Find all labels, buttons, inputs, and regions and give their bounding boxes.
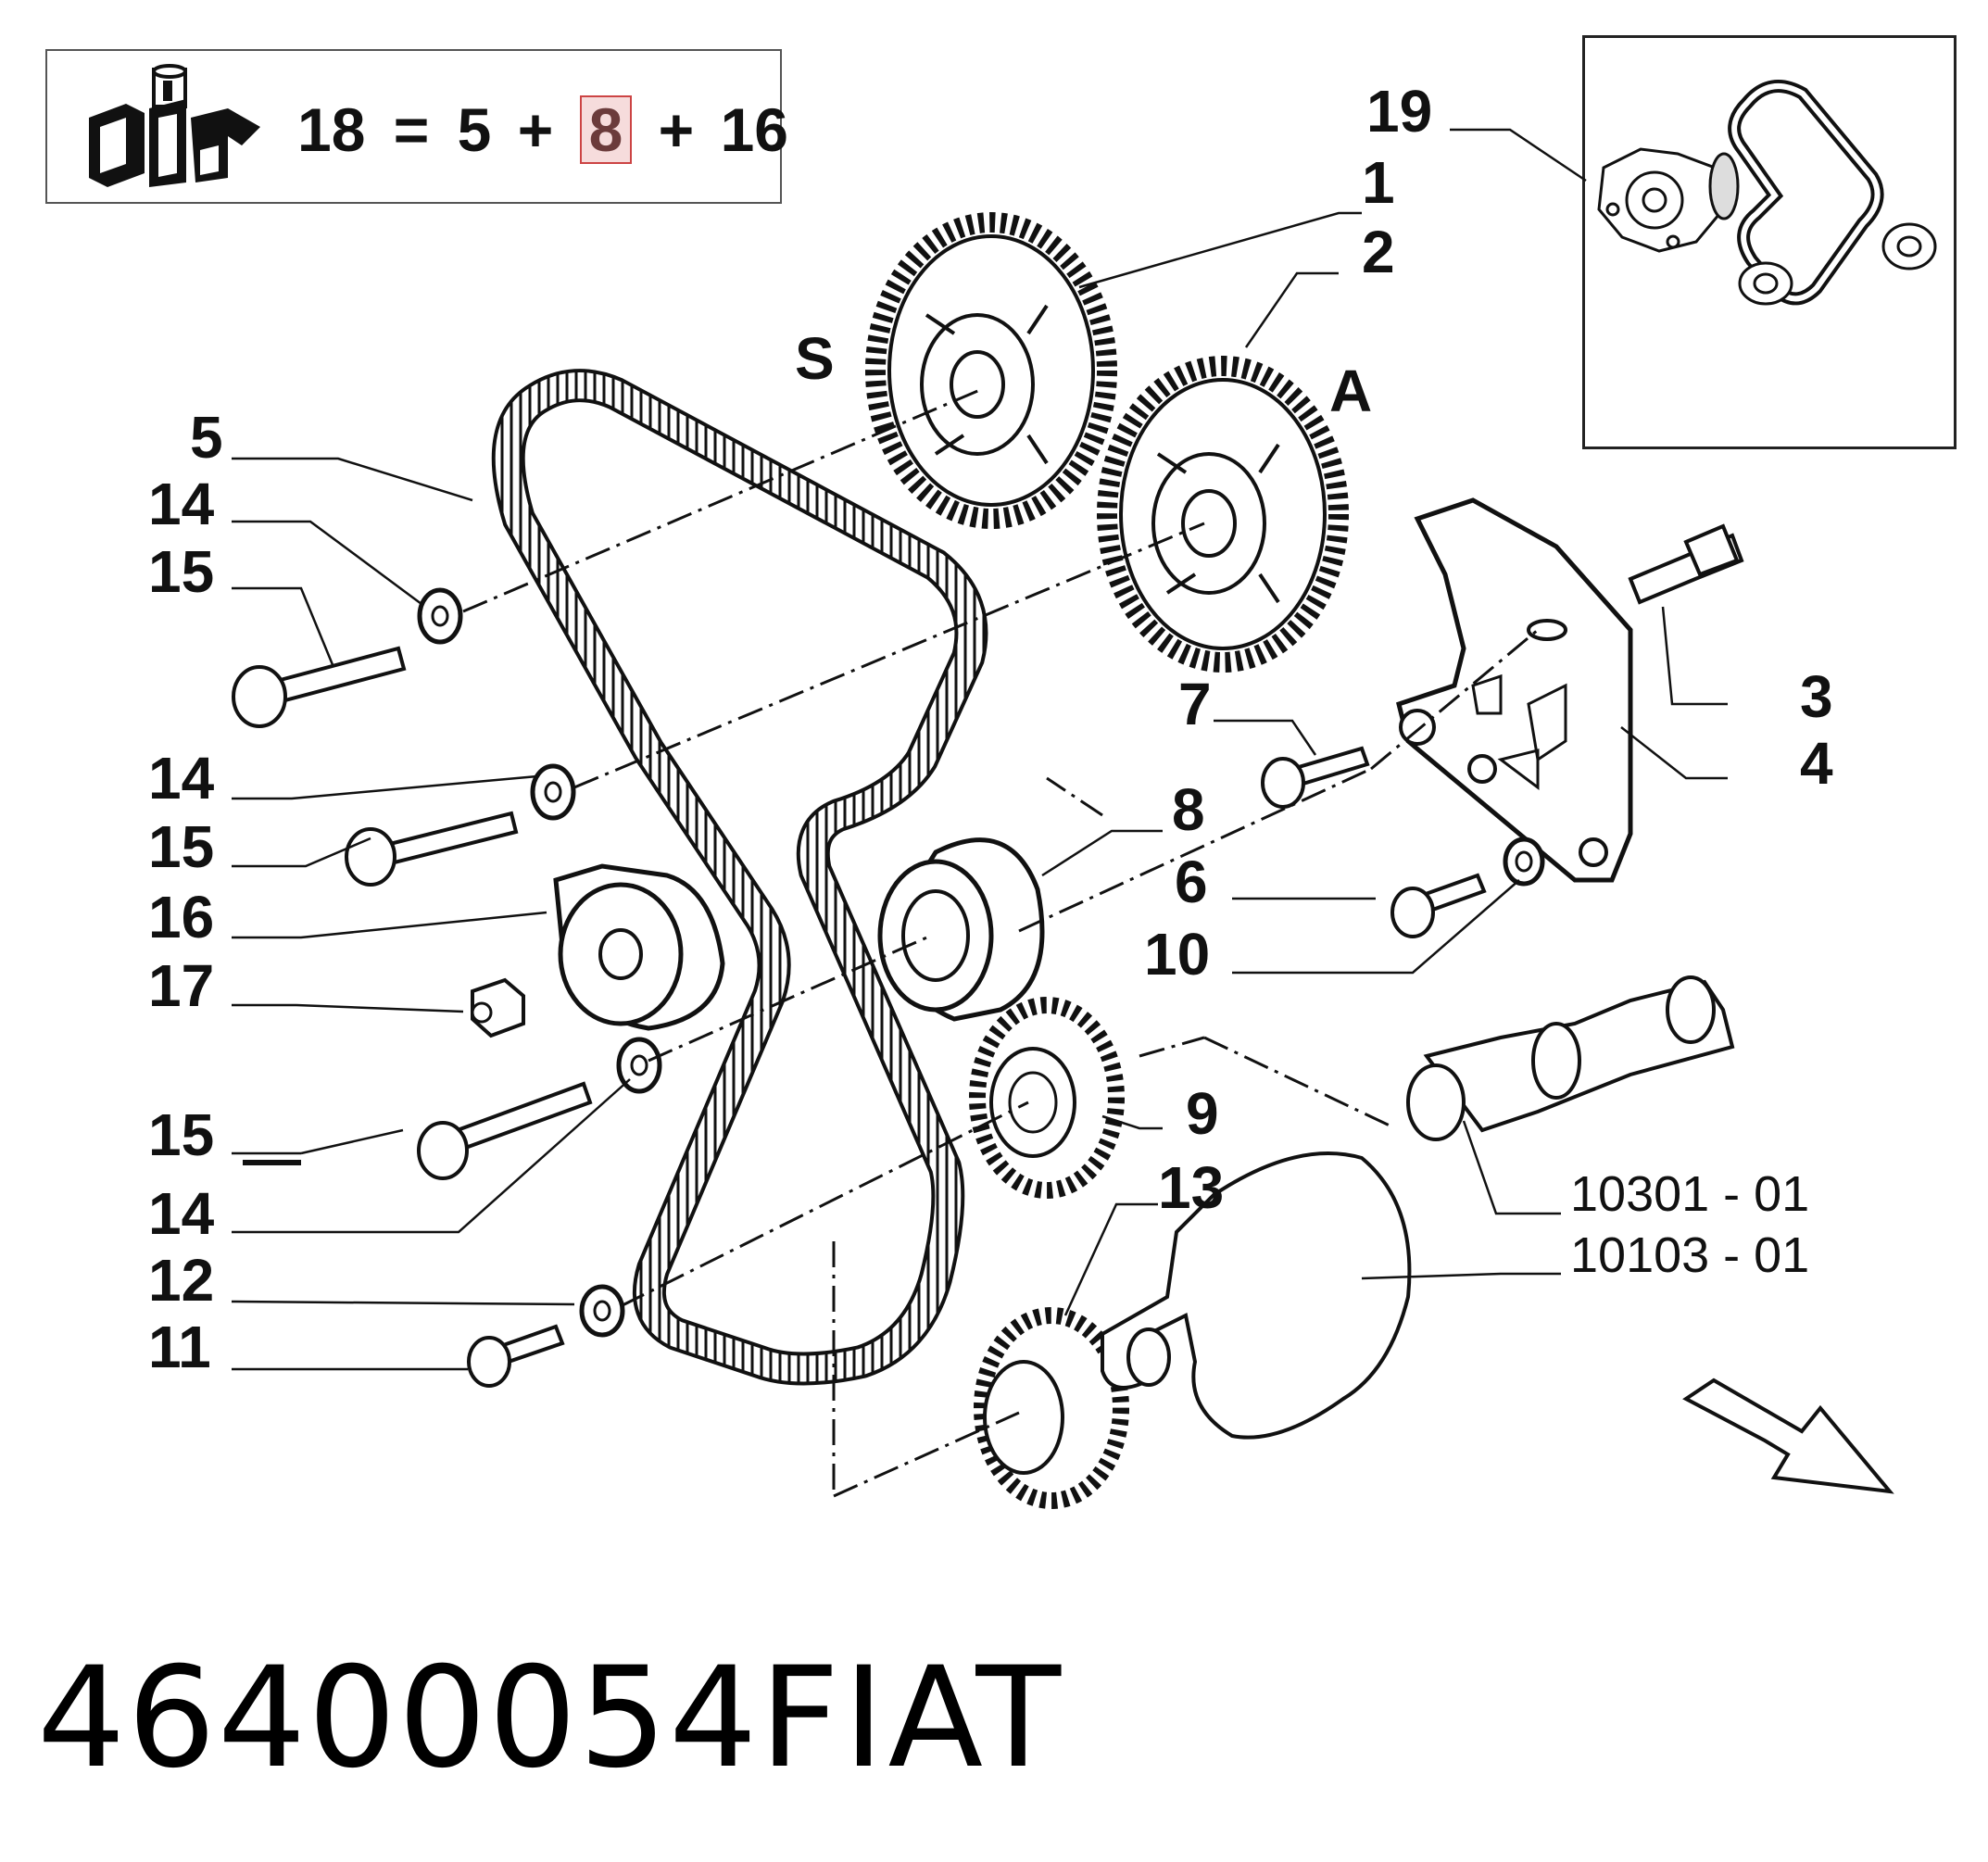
callout-4: 4 bbox=[1800, 730, 1833, 797]
callout-3: 3 bbox=[1800, 663, 1833, 730]
callout-19: 19 bbox=[1366, 78, 1433, 145]
washer-14-top bbox=[417, 587, 463, 645]
callout-15-bottom: 15 bbox=[148, 1101, 215, 1168]
camshaft-gear-a bbox=[1097, 356, 1349, 673]
callout-13: 13 bbox=[1158, 1154, 1225, 1221]
bolt-15-top bbox=[232, 646, 407, 728]
bolt-7 bbox=[1261, 746, 1370, 809]
timing-belt bbox=[491, 369, 988, 1386]
callout-14-bottom: 14 bbox=[148, 1180, 215, 1247]
pulley-9 bbox=[969, 997, 1125, 1199]
kit-part-b-highlight: 8 bbox=[579, 95, 633, 164]
callout-9: 9 bbox=[1186, 1080, 1219, 1147]
callout-8: 8 bbox=[1172, 776, 1205, 843]
callout-15-middle: 15 bbox=[148, 813, 215, 880]
kit-box: 18 = 5 + 8 + 16 bbox=[45, 49, 788, 204]
water-pump-kit-illustration bbox=[1597, 80, 1937, 306]
crankshaft bbox=[1101, 1151, 1412, 1440]
callout-14-top: 14 bbox=[148, 471, 215, 537]
callout-12: 12 bbox=[148, 1247, 215, 1314]
brand-name: FIAT bbox=[760, 1638, 1065, 1799]
tensioner-16 bbox=[553, 863, 725, 1031]
washer-14-bottom bbox=[616, 1037, 662, 1094]
main-drawing bbox=[231, 128, 1894, 1509]
callout-14-middle: 14 bbox=[148, 745, 215, 811]
crankshaft-pulley-13 bbox=[974, 1307, 1129, 1509]
code-camshaft: 10301 - 01 bbox=[1570, 1166, 1810, 1222]
callout-7: 7 bbox=[1178, 671, 1212, 737]
callout-2: 2 bbox=[1362, 219, 1395, 285]
camshaft bbox=[1406, 975, 1735, 1141]
kit-part-a: 5 bbox=[457, 95, 492, 164]
callout-16: 16 bbox=[148, 884, 215, 950]
camshaft-gear-s bbox=[865, 212, 1117, 529]
kit-result: 18 bbox=[297, 95, 366, 164]
center-lines bbox=[462, 387, 1539, 1498]
kit-equals: = bbox=[393, 95, 430, 164]
idler-pulley-8 bbox=[877, 837, 1045, 1022]
callout-15-top: 15 bbox=[148, 538, 215, 605]
washer-10 bbox=[1503, 837, 1545, 887]
kit-part-c: 16 bbox=[720, 95, 788, 164]
callout-11: 11 bbox=[148, 1314, 211, 1380]
bolt-6 bbox=[1390, 873, 1487, 938]
kit-icon bbox=[89, 64, 260, 187]
bolt-11 bbox=[467, 1324, 565, 1388]
kit-plus-1: + bbox=[517, 95, 554, 164]
leader-lines bbox=[231, 128, 1728, 1371]
callout-17: 17 bbox=[148, 952, 215, 1019]
kit-plus-2: + bbox=[658, 95, 695, 164]
callout-1: 1 bbox=[1362, 149, 1395, 216]
inset-water-pump-box bbox=[1582, 35, 1957, 449]
code-crankshaft: 10103 - 01 bbox=[1570, 1227, 1810, 1283]
callout-10: 10 bbox=[1144, 921, 1211, 988]
washer-14-middle bbox=[530, 763, 576, 821]
callout-5: 5 bbox=[190, 404, 223, 471]
tensioner-bracket bbox=[1396, 497, 1633, 883]
bolt-15-middle bbox=[345, 811, 519, 887]
nut-17 bbox=[471, 977, 525, 1038]
callout-s: S bbox=[795, 325, 835, 392]
washer-12 bbox=[579, 1284, 625, 1338]
bolt-15-bottom bbox=[417, 1081, 593, 1180]
direction-arrow bbox=[1682, 1378, 1894, 1494]
callout-6: 6 bbox=[1175, 849, 1208, 915]
part-number: 46400054 bbox=[37, 1638, 760, 1799]
callout-a: A bbox=[1329, 358, 1373, 424]
bolt-3 bbox=[1628, 523, 1744, 605]
kit-formula: 18 = 5 + 8 + 16 bbox=[297, 95, 788, 164]
